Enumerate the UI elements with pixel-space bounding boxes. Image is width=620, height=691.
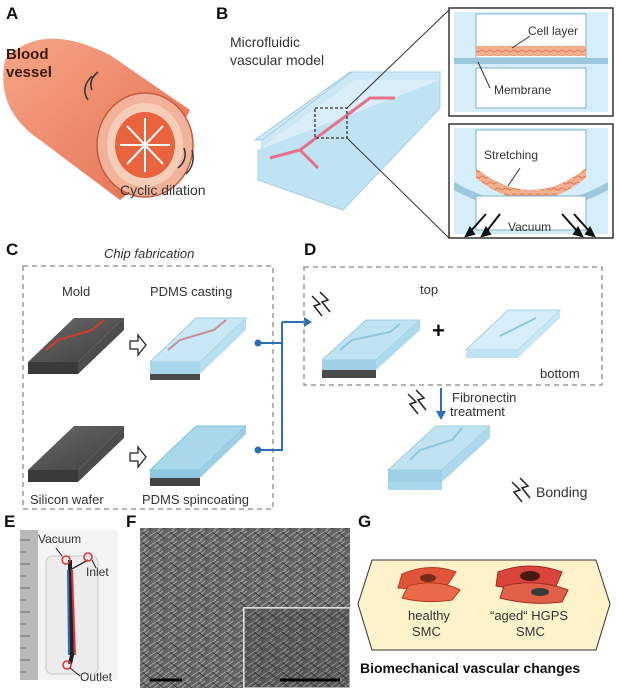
- plasma-icon: [407, 389, 427, 415]
- bonded-chip-block: [386, 425, 492, 490]
- cells-box: [357, 559, 611, 651]
- silicon-wafer-block: [28, 426, 124, 482]
- aged-label-line2: SMC: [516, 624, 545, 639]
- mold-block: [28, 318, 124, 374]
- panel-b-inset-top: [448, 7, 614, 117]
- panel-label-g: G: [358, 512, 372, 531]
- aged-smc-cell: [495, 565, 569, 604]
- cell-layer-label: Cell layer: [528, 24, 579, 38]
- panel-label-f: F: [126, 512, 137, 531]
- panel-c-frame: [22, 265, 274, 510]
- plus-sign: +: [432, 318, 445, 343]
- healthy-label-line2: SMC: [412, 624, 441, 639]
- panel-b-chip: [253, 9, 450, 239]
- healthy-smc-cell: [397, 567, 461, 603]
- pdms-casting-label: PDMS casting: [150, 284, 233, 299]
- panel-label-c: C: [6, 240, 19, 259]
- plasma-icon: [311, 291, 331, 317]
- microfluidic-label-line2: vascular model: [230, 52, 325, 68]
- micrograph: [140, 528, 351, 689]
- bottom-layer-block: [464, 309, 562, 358]
- panel-label-e: E: [4, 512, 16, 531]
- inlet-label: Inlet: [86, 565, 109, 579]
- dilation-arrows: [120, 118, 170, 172]
- fibronectin-label-line2: treatment: [450, 404, 505, 419]
- stretching-label: Stretching: [484, 148, 539, 162]
- top-layer-block: [320, 319, 422, 378]
- panel-a-drawing: [3, 38, 194, 200]
- panel-label-a: A: [6, 4, 19, 23]
- fibronectin-arrow: [436, 388, 446, 420]
- mold-label: Mold: [62, 284, 91, 299]
- fibronectin-label-line1: Fibronectin: [452, 390, 517, 405]
- chip-photo: [20, 530, 118, 680]
- healthy-label-line1: healthy: [408, 608, 450, 623]
- bonding-label: Bonding: [536, 484, 588, 500]
- bottom-label: bottom: [540, 366, 580, 381]
- vacuum-port-label: Vacuum: [38, 532, 82, 546]
- process-arrows-c: [129, 333, 147, 469]
- vacuum-label: Vacuum: [508, 220, 552, 234]
- aged-label-line1: “aged“ HGPS: [490, 608, 569, 623]
- panel-label-b: B: [216, 4, 229, 23]
- outlet-label: Outlet: [80, 670, 113, 684]
- panel-label-d: D: [304, 240, 317, 259]
- zoom-box: [314, 107, 348, 139]
- panel-d-frame: [303, 266, 603, 386]
- silicon-wafer-label: Silicon wafer: [30, 492, 104, 507]
- membrane-label: Membrane: [494, 83, 552, 97]
- plasma-icon: [511, 477, 531, 503]
- biomechanical-caption: Biomechanical vascular changes: [360, 660, 581, 676]
- blood-vessel-label: Blood vessel: [6, 46, 52, 81]
- chip-fabrication-title: Chip fabrication: [104, 246, 195, 261]
- connector-arrow-c-d: [254, 317, 312, 454]
- cyclic-dilation-label: Cyclic dilation: [120, 182, 206, 198]
- pdms-casting-block: [148, 317, 248, 380]
- top-label: top: [420, 282, 439, 297]
- microfluidic-label-line1: Microfluidic: [230, 34, 301, 50]
- pdms-spincoating-label: PDMS spincoating: [142, 492, 249, 507]
- panel-b-inset-bottom: [448, 123, 614, 239]
- pdms-spincoat-block: [148, 425, 248, 486]
